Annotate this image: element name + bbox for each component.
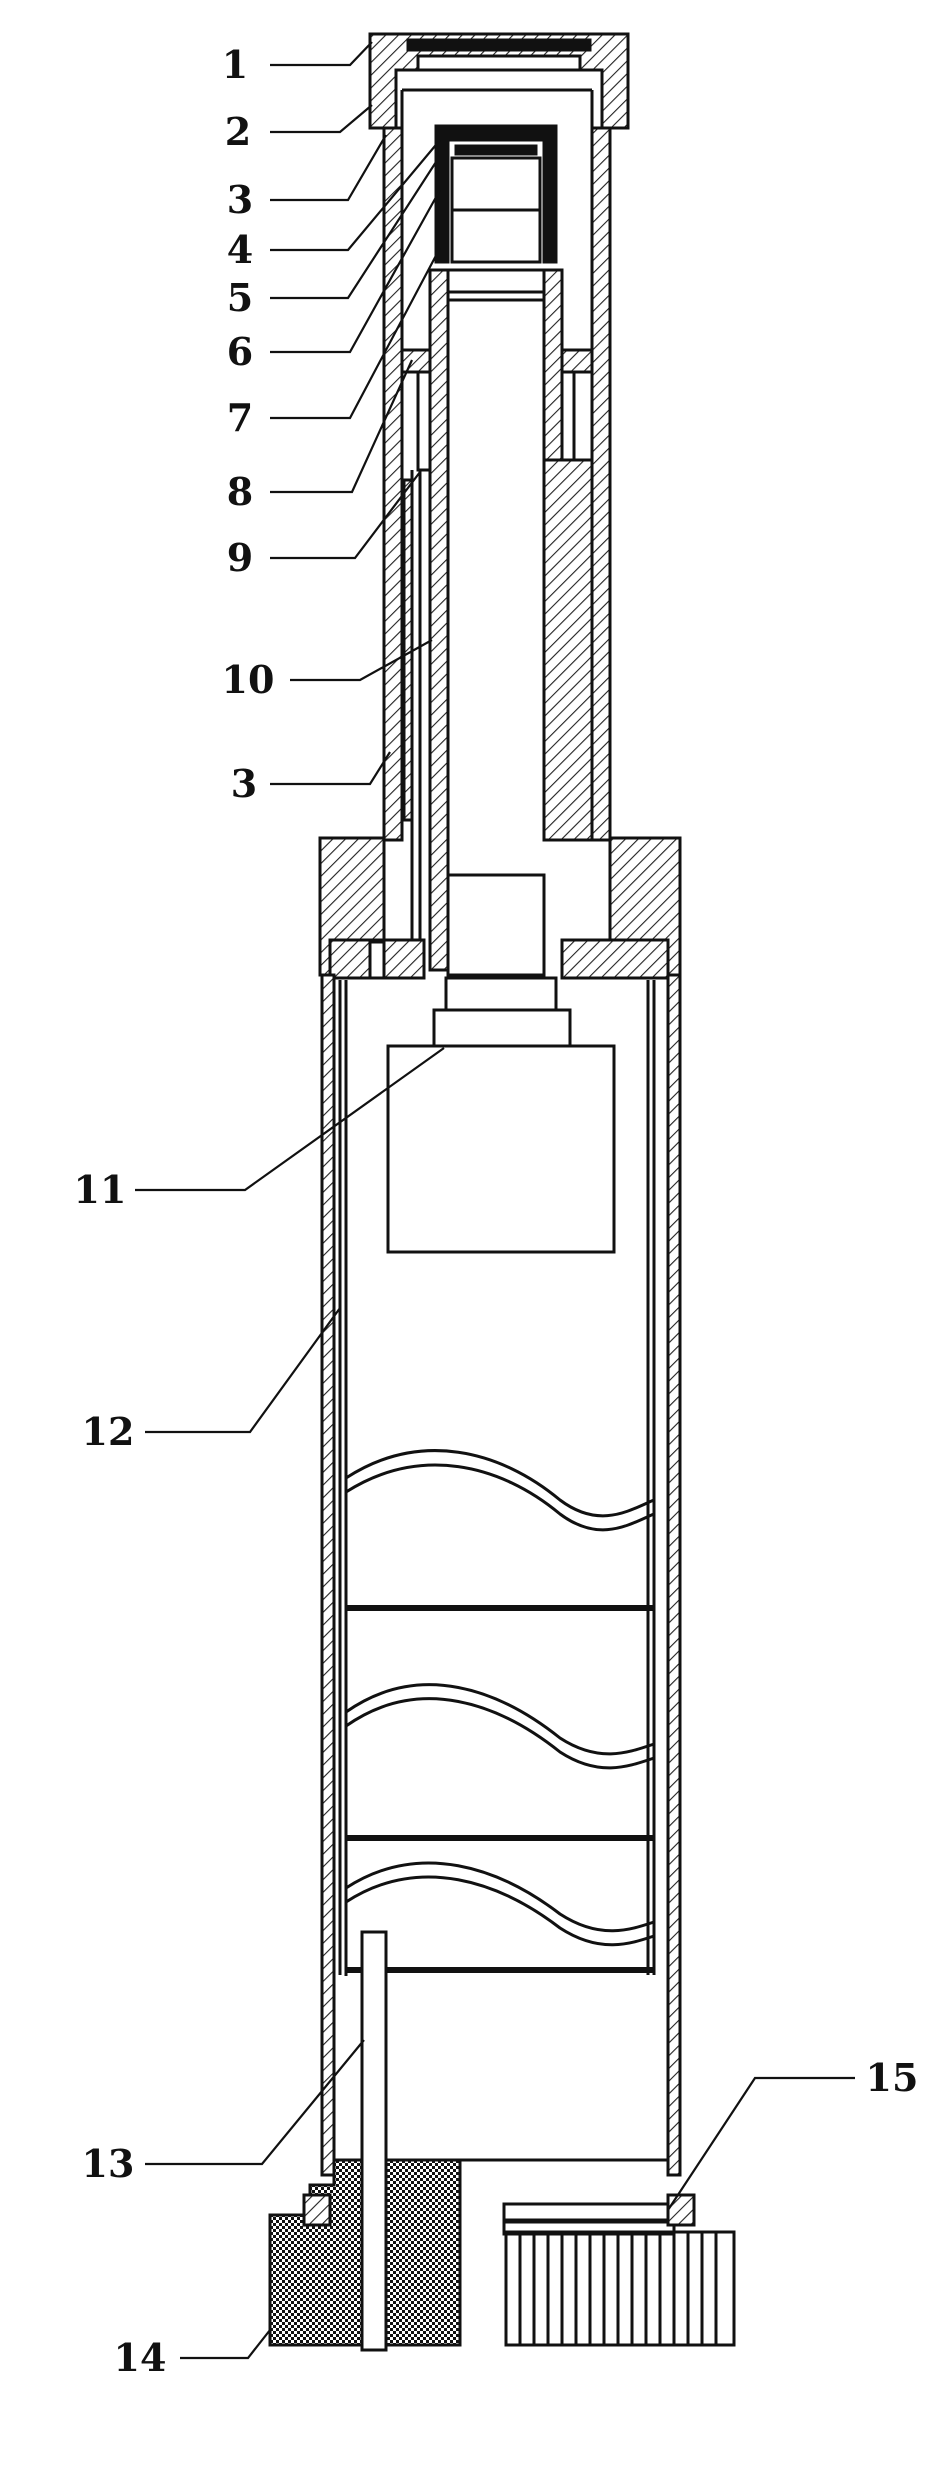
label-3-upper: 3: [227, 177, 253, 222]
motor-block: [386, 976, 616, 1254]
label-8: 8: [227, 469, 253, 514]
label-12: 12: [82, 1409, 135, 1454]
inner-cap: [434, 124, 558, 264]
label-10: 10: [222, 657, 275, 702]
base: [268, 1930, 736, 2352]
label-11: 11: [74, 1167, 127, 1212]
knurled-knob: [504, 2230, 736, 2347]
label-3-lower: 3: [231, 761, 257, 806]
main-body: [320, 973, 682, 2177]
label-1: 1: [222, 42, 248, 87]
label-7: 7: [227, 395, 253, 440]
label-4: 4: [227, 227, 253, 272]
top-cap: [368, 32, 630, 130]
label-5: 5: [227, 275, 253, 320]
label-6: 6: [227, 329, 253, 374]
central-rod: [402, 268, 594, 977]
label-2: 2: [225, 109, 251, 154]
label-9: 9: [227, 535, 253, 580]
part-labels: 1 2 3 4 5 6 7 8 9 10 3 11 12 13 15 14: [74, 42, 919, 2380]
label-15: 15: [866, 2055, 919, 2100]
cells: [344, 1449, 655, 1976]
label-14: 14: [114, 2335, 167, 2380]
shoulder: [318, 836, 682, 980]
upper-outer-tube: [382, 88, 612, 842]
leader-lines: [135, 41, 855, 2360]
label-13: 13: [82, 2141, 135, 2186]
